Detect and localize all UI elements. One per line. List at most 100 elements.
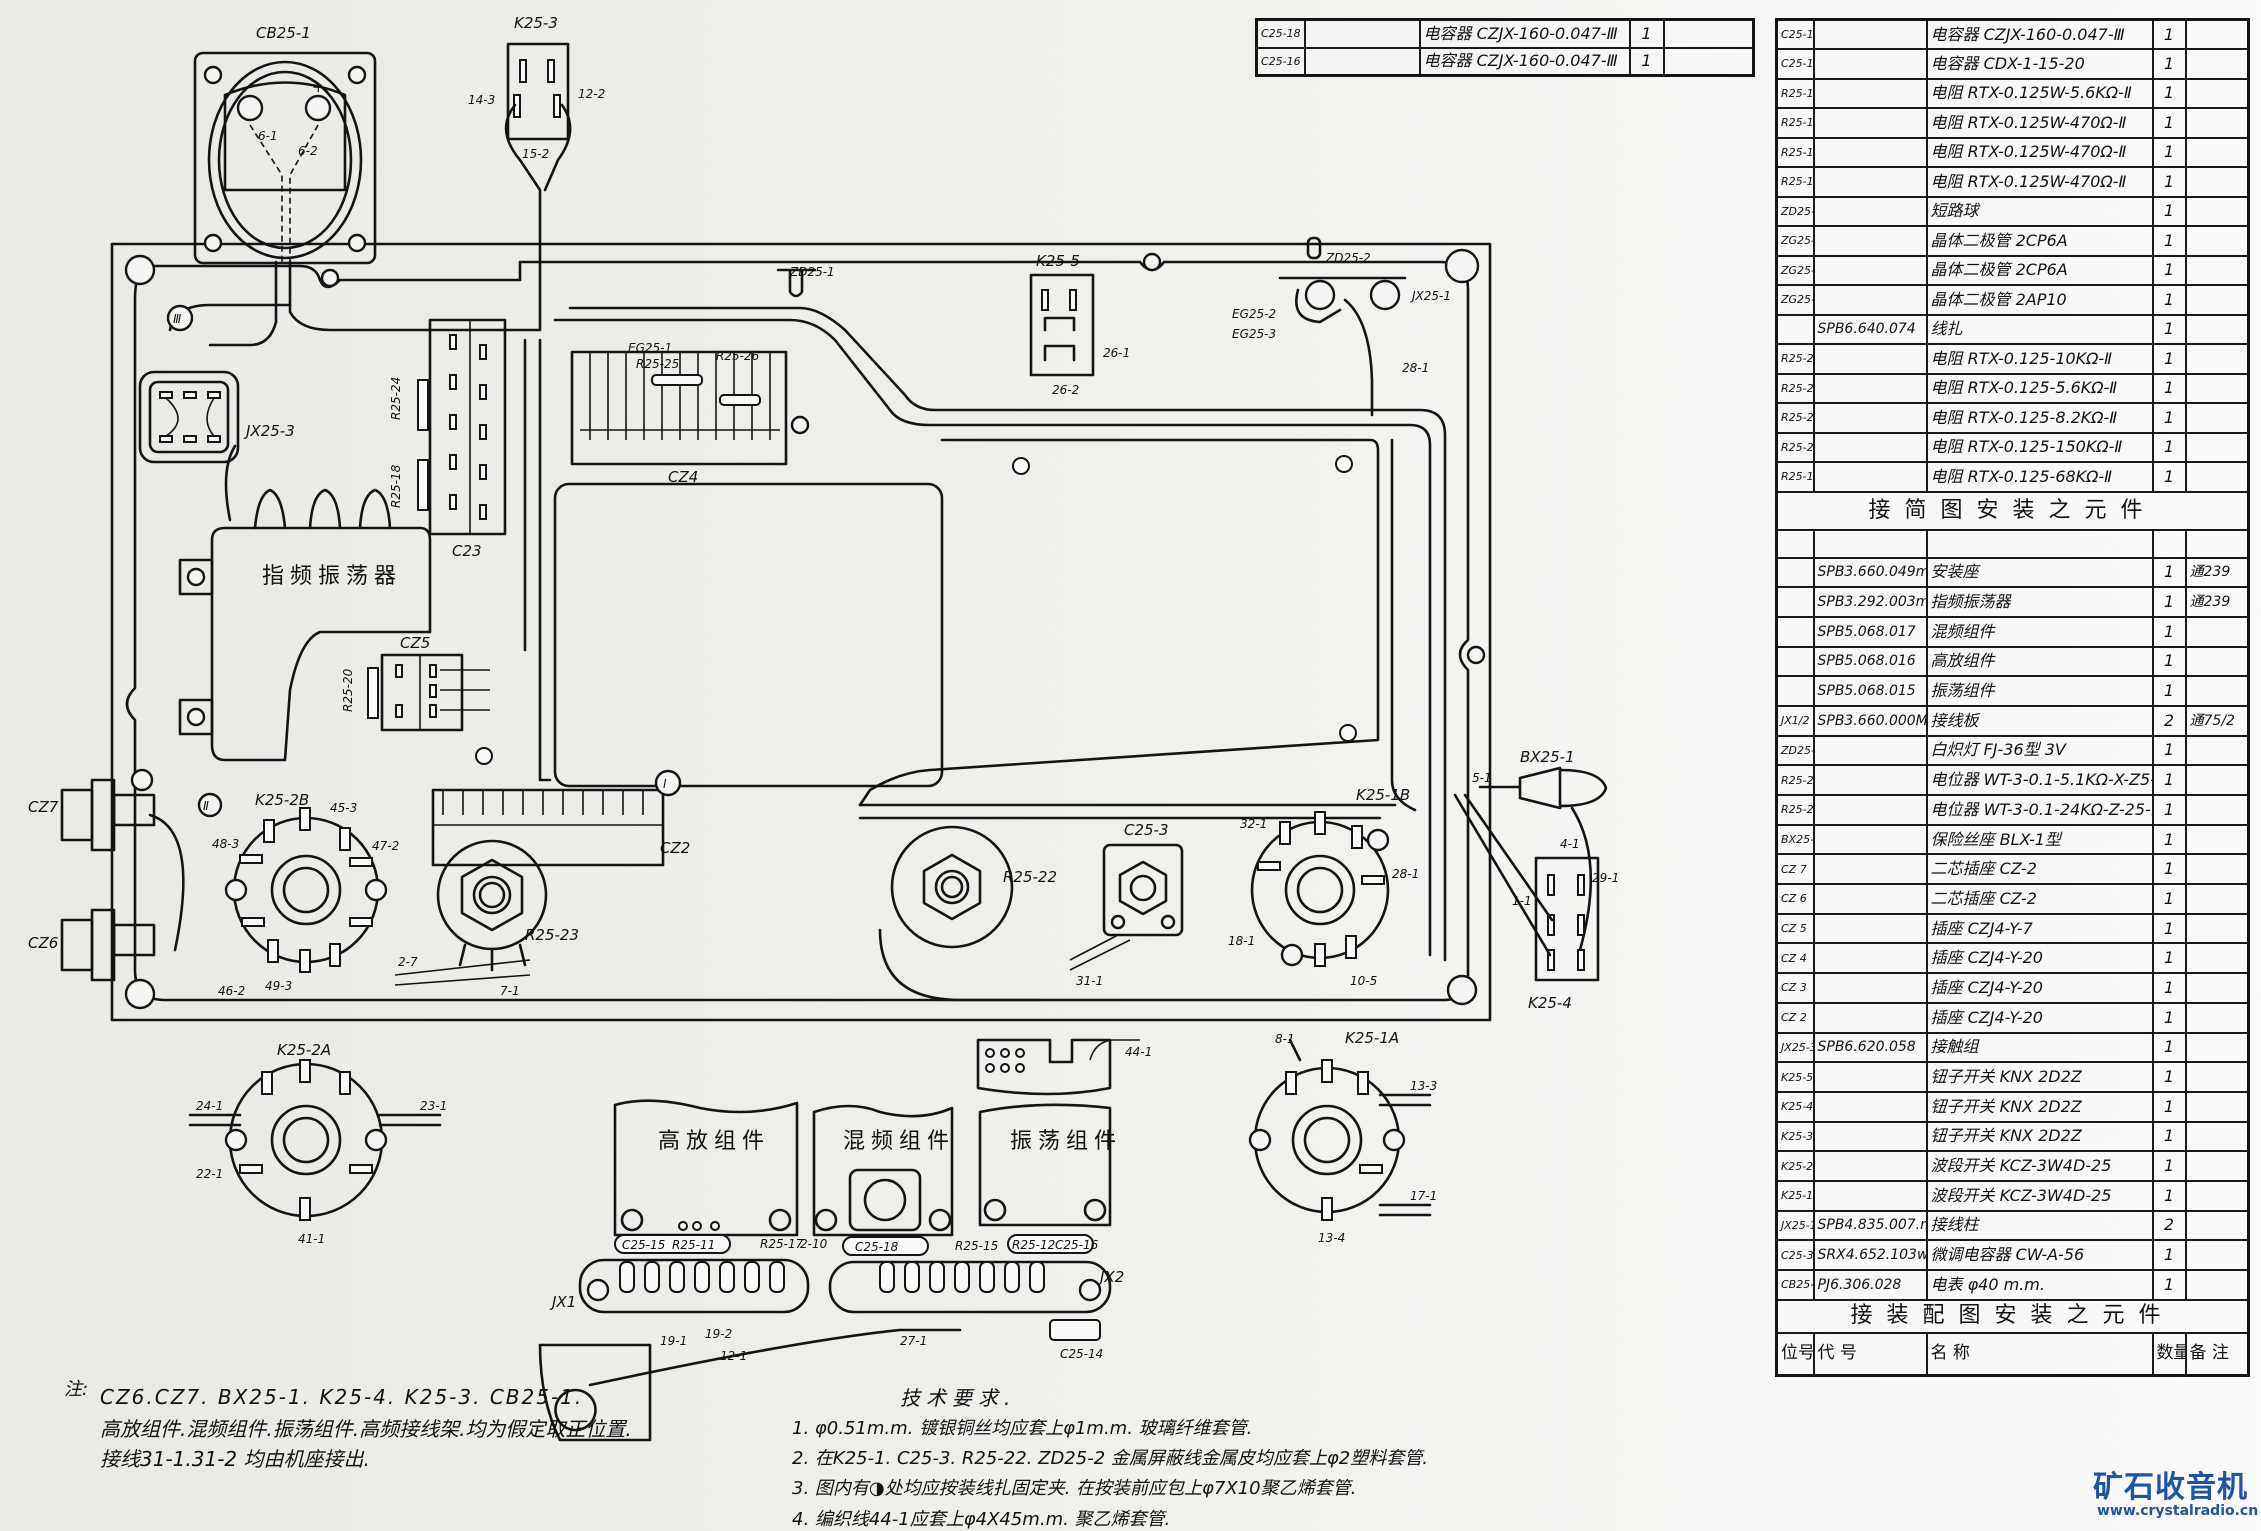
- switch-k25-4: K25-4 1-1: [1453, 793, 1600, 1012]
- cell-note: [2184, 343, 2250, 375]
- cell-note: [2184, 645, 2250, 678]
- cell-quantity: 1: [2151, 136, 2187, 168]
- table-row: JX25-1/2SPB4.835.007.mx接线柱2: [1775, 1209, 2250, 1242]
- label-cz2: CZ2: [660, 839, 690, 857]
- cell-note: [2184, 18, 2250, 50]
- trimmer-c25-3: C25-3 31-1: [1069, 821, 1184, 988]
- label-k25-1a: K25-1A: [1345, 1029, 1399, 1047]
- cell-position: R25-20: [1775, 431, 1815, 463]
- cell-position: CZ 2: [1775, 1001, 1815, 1034]
- cell-name: 电表 φ40 m.m.: [1925, 1269, 2154, 1301]
- section-title-schematic: 接简图安装之元件: [1775, 490, 2250, 531]
- label-c25-14: C25-14: [1060, 1347, 1103, 1361]
- cell-name: 电阻 RTX-0.125W-5.6KΩ-Ⅱ: [1925, 77, 2154, 109]
- label-eg25-2: EG25-2: [1232, 307, 1276, 321]
- wire-label: 7-1: [500, 984, 520, 998]
- table-row: ZD25-1白炽灯 FJ-36型 3V1: [1775, 734, 2250, 767]
- cell-quantity: 1: [2151, 675, 2187, 707]
- cell-quantity: 1: [2151, 556, 2187, 589]
- wire-label: 41-1: [298, 1232, 325, 1246]
- table-header-row: 位号代 号名 称数量备 注: [1775, 1331, 2250, 1377]
- cell-code: SPB5.068.017: [1812, 615, 1928, 648]
- frequency-oscillator: 指频振荡器: [178, 488, 432, 762]
- cell-position: [1775, 528, 1815, 559]
- cell-name: 插座 CZJ4-Y-20: [1925, 1001, 2154, 1034]
- table-row: R25-17电阻 RTX-0.125W-5.6KΩ-Ⅱ1: [1775, 77, 2250, 109]
- cell-name: 微调电容器 CW-A-56: [1925, 1239, 2154, 1271]
- cell-name: 电容器 CZJX-160-0.047-Ⅲ: [1418, 46, 1631, 77]
- cell-quantity: 1: [1628, 46, 1665, 77]
- cell-note: [2184, 942, 2250, 975]
- cell-note: [1662, 18, 1755, 49]
- tech-line: 4. 编织线44-1应套上φ4X45m.m. 聚乙烯套管.: [792, 1509, 1171, 1530]
- cell-note: [2184, 48, 2250, 80]
- cell-code: [1812, 1150, 1928, 1182]
- cell-name: 插座 CZJ4-Y-20: [1925, 942, 2154, 975]
- band-switch-k25-2a: K25-2A 24-1 23-1 22-1 41-1: [188, 1041, 447, 1246]
- cell-code: [1812, 107, 1928, 139]
- band-switch-k25-2b: K25-2B Ⅱ 46-2 49-3 48-3 47-2 45-3: [197, 791, 399, 998]
- wire-label: 44-1: [1125, 1045, 1152, 1059]
- terminal-strip-jx1: C25-15 R25-11 R25-17 JX1 2-10 19-1 19-2 …: [549, 1234, 828, 1363]
- cell-note: [2184, 912, 2250, 945]
- table-row: R25-25电阻 RTX-0.125-5.6KΩ-Ⅱ1: [1775, 372, 2250, 404]
- cell-name: 晶体二极管 2AP10: [1925, 284, 2154, 316]
- jack-cz7: CZ7: [28, 778, 156, 852]
- cell-code: [1812, 528, 1928, 559]
- label-jx2: JX2: [1097, 1268, 1124, 1286]
- cell-note: [2184, 853, 2250, 886]
- cell-code: [1812, 343, 1928, 375]
- label-jx25-3: JX25-3: [243, 422, 295, 440]
- cell-code: [1812, 77, 1928, 109]
- cell-name: 高放组件: [1925, 645, 2154, 678]
- wire-label: 24-1: [196, 1099, 223, 1113]
- indicator-zd25-2-jx25-1: ZD25-2 JX25-1 EG25-2 EG25-3 28-1: [1232, 236, 1451, 417]
- cell-note: [2184, 972, 2250, 1004]
- wire-label: 6-2: [298, 144, 318, 158]
- wire-label: 19-1: [660, 1334, 687, 1348]
- label-c25-18: C25-18: [855, 1240, 899, 1254]
- cell-code: [1812, 853, 1928, 886]
- section-title-schematic-text: 接简图安装之元件: [1775, 490, 2250, 531]
- cell-position: BX25-1: [1775, 823, 1815, 856]
- cell-quantity: 1: [2151, 853, 2187, 886]
- table-row: ZD25-2短路球1: [1775, 195, 2250, 227]
- cell-quantity: 1: [2151, 195, 2187, 227]
- label-cz6: CZ6: [28, 934, 58, 952]
- wire-label: 49-3: [265, 979, 292, 993]
- cell-name: 电阻 RTX-0.125W-470Ω-Ⅱ: [1925, 166, 2154, 198]
- wire-label: 22-1: [196, 1167, 223, 1181]
- cell-code: SPB3.660.000Mx: [1812, 704, 1928, 737]
- cell-code: SPB5.068.016: [1812, 645, 1928, 678]
- cell-name: 电位器 WT-3-0.1-5.1KΩ-X-Z5-1-25: [1925, 764, 2154, 796]
- cell-note: [1662, 46, 1755, 77]
- cell-code: [1812, 461, 1928, 493]
- cell-code: [1812, 1179, 1928, 1212]
- cell-position: K25-4: [1775, 1090, 1815, 1123]
- cell-code: [1812, 372, 1928, 404]
- cell-position: K25-1: [1775, 1179, 1815, 1212]
- cell-position: R25-26: [1775, 343, 1815, 375]
- jack-wire: [148, 813, 185, 952]
- label-jx1: JX1: [549, 1293, 576, 1311]
- cell-position: R25-15: [1775, 107, 1815, 139]
- wire-label: 45-3: [330, 801, 357, 815]
- cell-code: [1812, 136, 1928, 168]
- label-r25-20: R25-20: [341, 668, 355, 712]
- cell-code: [1812, 402, 1928, 434]
- wire-harness: [168, 260, 1447, 962]
- cell-quantity: 1: [2151, 1150, 2187, 1182]
- cell-quantity: 1: [2151, 1090, 2187, 1123]
- label-k25-1b: K25-1B: [1356, 786, 1410, 804]
- table-row: R25-12电阻 RTX-0.125W-470Ω-Ⅱ1: [1775, 136, 2250, 168]
- label-r25-23: R25-23: [525, 926, 579, 944]
- table-row: [1775, 528, 2250, 559]
